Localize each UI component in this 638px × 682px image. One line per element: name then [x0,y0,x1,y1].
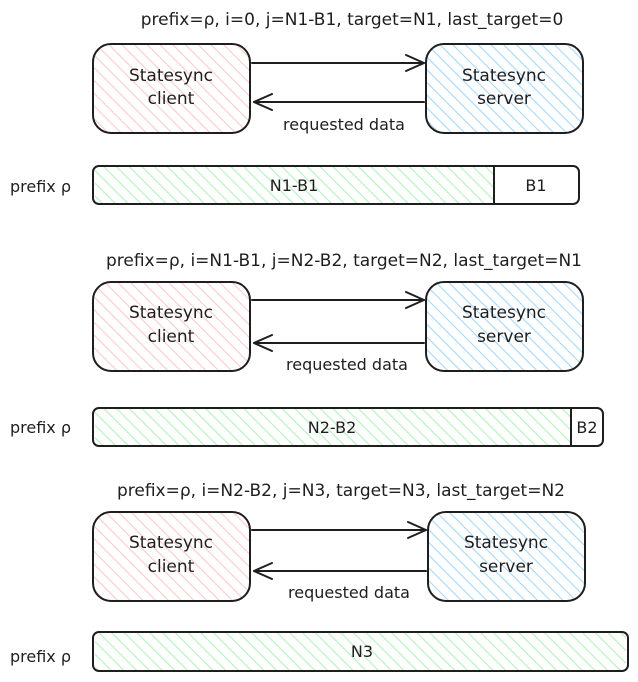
panel-3: prefix=ρ, i=N2-B2, j=N3, target=N3, last… [10,481,629,672]
server-label-line2: server [477,327,531,347]
statesync-client-box: Statesync client [92,43,251,134]
client-label-line1: Statesync [129,533,213,553]
bar-segment-main [95,408,571,446]
client-label-line2: client [148,89,195,109]
statesync-client-box: Statesync client [92,281,251,372]
statesync-server-box: Statesync server [425,281,584,372]
panel-caption: prefix=ρ, i=0, j=N1-B1, target=N1, last_… [141,10,564,30]
bar-segment-main [95,166,494,204]
bar-segment-main-label: N1-B1 [270,176,319,195]
server-label-line2: server [479,557,533,577]
prefix-label: prefix ρ [10,418,71,437]
statesync-client-box: Statesync client [92,511,251,602]
prefix-bar: N2-B2 B2 [92,407,604,447]
prefix-label: prefix ρ [10,647,71,666]
prefix-bar: N3 [92,631,629,672]
panel-1: prefix=ρ, i=0, j=N1-B1, target=N1, last_… [10,10,584,205]
response-arrow [253,334,425,352]
statesync-server-box: Statesync server [425,43,584,134]
bar-segment-main-label: N3 [351,642,373,661]
panel-2: prefix=ρ, i=N1-B1, j=N2-B2, target=N2, l… [10,251,604,447]
server-label-line1: Statesync [462,303,546,323]
response-arrow [253,562,427,580]
client-label-line2: client [148,327,195,347]
request-arrow [251,521,427,539]
request-arrow [251,291,425,309]
server-label-line2: server [477,89,531,109]
panel-caption: prefix=ρ, i=N2-B2, j=N3, target=N3, last… [117,481,565,501]
client-label-line2: client [148,557,195,577]
prefix-bar: N1-B1 B1 [92,165,580,205]
bar-segment-main-label: N2-B2 [308,418,357,437]
response-arrow [253,93,425,111]
requested-data-label: requested data [288,583,410,602]
prefix-label: prefix ρ [10,177,71,196]
panel-caption: prefix=ρ, i=N1-B1, j=N2-B2, target=N2, l… [106,251,582,271]
bar-segment-tail-label: B1 [525,176,546,195]
statesync-server-box: Statesync server [427,511,586,602]
requested-data-label: requested data [283,115,405,134]
bar-segment-main [95,632,626,671]
request-arrow [251,54,425,72]
bar-segment-tail-label: B2 [576,418,597,437]
server-label-line1: Statesync [462,66,546,86]
requested-data-label: requested data [286,355,408,374]
server-label-line1: Statesync [464,533,548,553]
client-label-line1: Statesync [129,303,213,323]
client-label-line1: Statesync [129,66,213,86]
